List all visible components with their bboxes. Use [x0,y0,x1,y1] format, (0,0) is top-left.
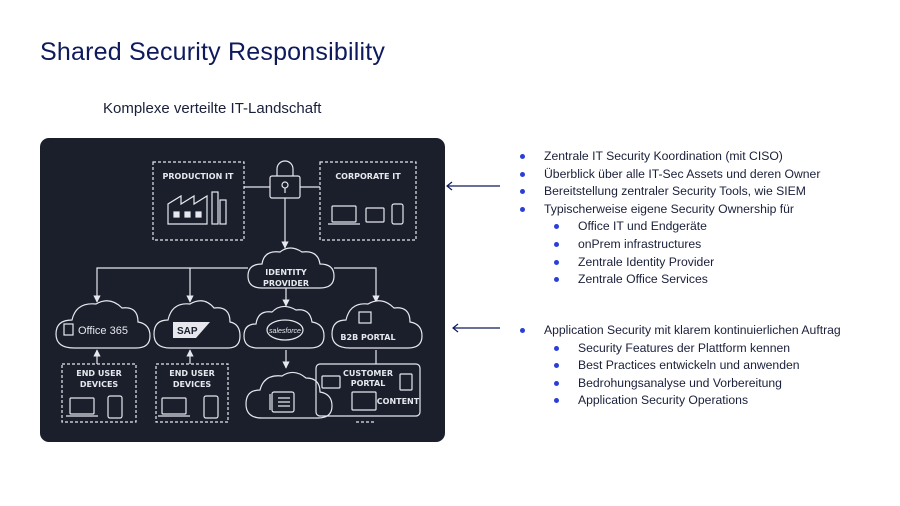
b2b-portal-label: B2B PORTAL [340,333,395,342]
identity-provider-label-2: PROVIDER [263,279,309,288]
document-icon [271,391,295,413]
laptop-icon [161,397,187,415]
database-cloud [245,371,333,419]
end-user-devices-2-label-2: DEVICES [173,380,212,389]
production-it-box: PRODUCTION IT [152,161,245,241]
identity-provider-cloud: IDENTITY PROVIDER [247,247,335,289]
end-user-devices-2: END USER DEVICES [155,363,229,423]
production-it-label: PRODUCTION IT [163,172,235,181]
diagram-subtitle: Komplexe verteilte IT-Landschaft [103,100,322,117]
end-user-devices-1-label-1: END USER [76,369,121,378]
content-label: CONTENT [377,397,420,406]
office-icon [63,323,74,336]
arrow-group1 [446,181,500,191]
sap-logo-icon [173,322,210,338]
doc-icon [399,373,413,391]
office365-cloud: Office 365 [55,300,151,349]
end-user-devices-2-label-1: END USER [169,369,214,378]
salesforce-label: salesforce [269,328,301,335]
corporate-it-label: CORPORATE IT [335,172,401,181]
grid-icon [351,391,377,411]
lock-icon [269,160,301,199]
corporate-it-box: CORPORATE IT [319,161,417,241]
end-user-devices-1-label-2: DEVICES [80,380,119,389]
laptop-tablet-phone-icon [328,203,404,225]
id-card-icon [321,375,341,389]
identity-provider-label-1: IDENTITY [265,268,307,277]
customer-portal-box: CUSTOMER PORTAL CONTENT [315,363,421,423]
sap-label: SAP [177,326,198,337]
tablet-icon [203,395,219,419]
customer-portal-label-2: PORTAL [351,379,386,388]
slide-title: Shared Security Responsibility [40,38,386,66]
sap-cloud: SAP [153,300,241,349]
cart-icon [358,311,372,324]
office365-label: Office 365 [78,325,128,337]
factory-icon [167,191,227,225]
end-user-devices-1: END USER DEVICES [61,363,137,423]
customer-portal-label-1: CUSTOMER [343,369,393,378]
it-landscape-diagram: PRODUCTION IT CORPORATE IT [40,138,445,442]
tablet-icon [107,395,123,419]
b2b-portal-cloud: B2B PORTAL [331,300,423,349]
arrow-group2 [452,323,500,333]
salesforce-cloud: salesforce [243,305,325,349]
salesforce-logo-icon [266,319,304,341]
laptop-icon [69,397,95,415]
